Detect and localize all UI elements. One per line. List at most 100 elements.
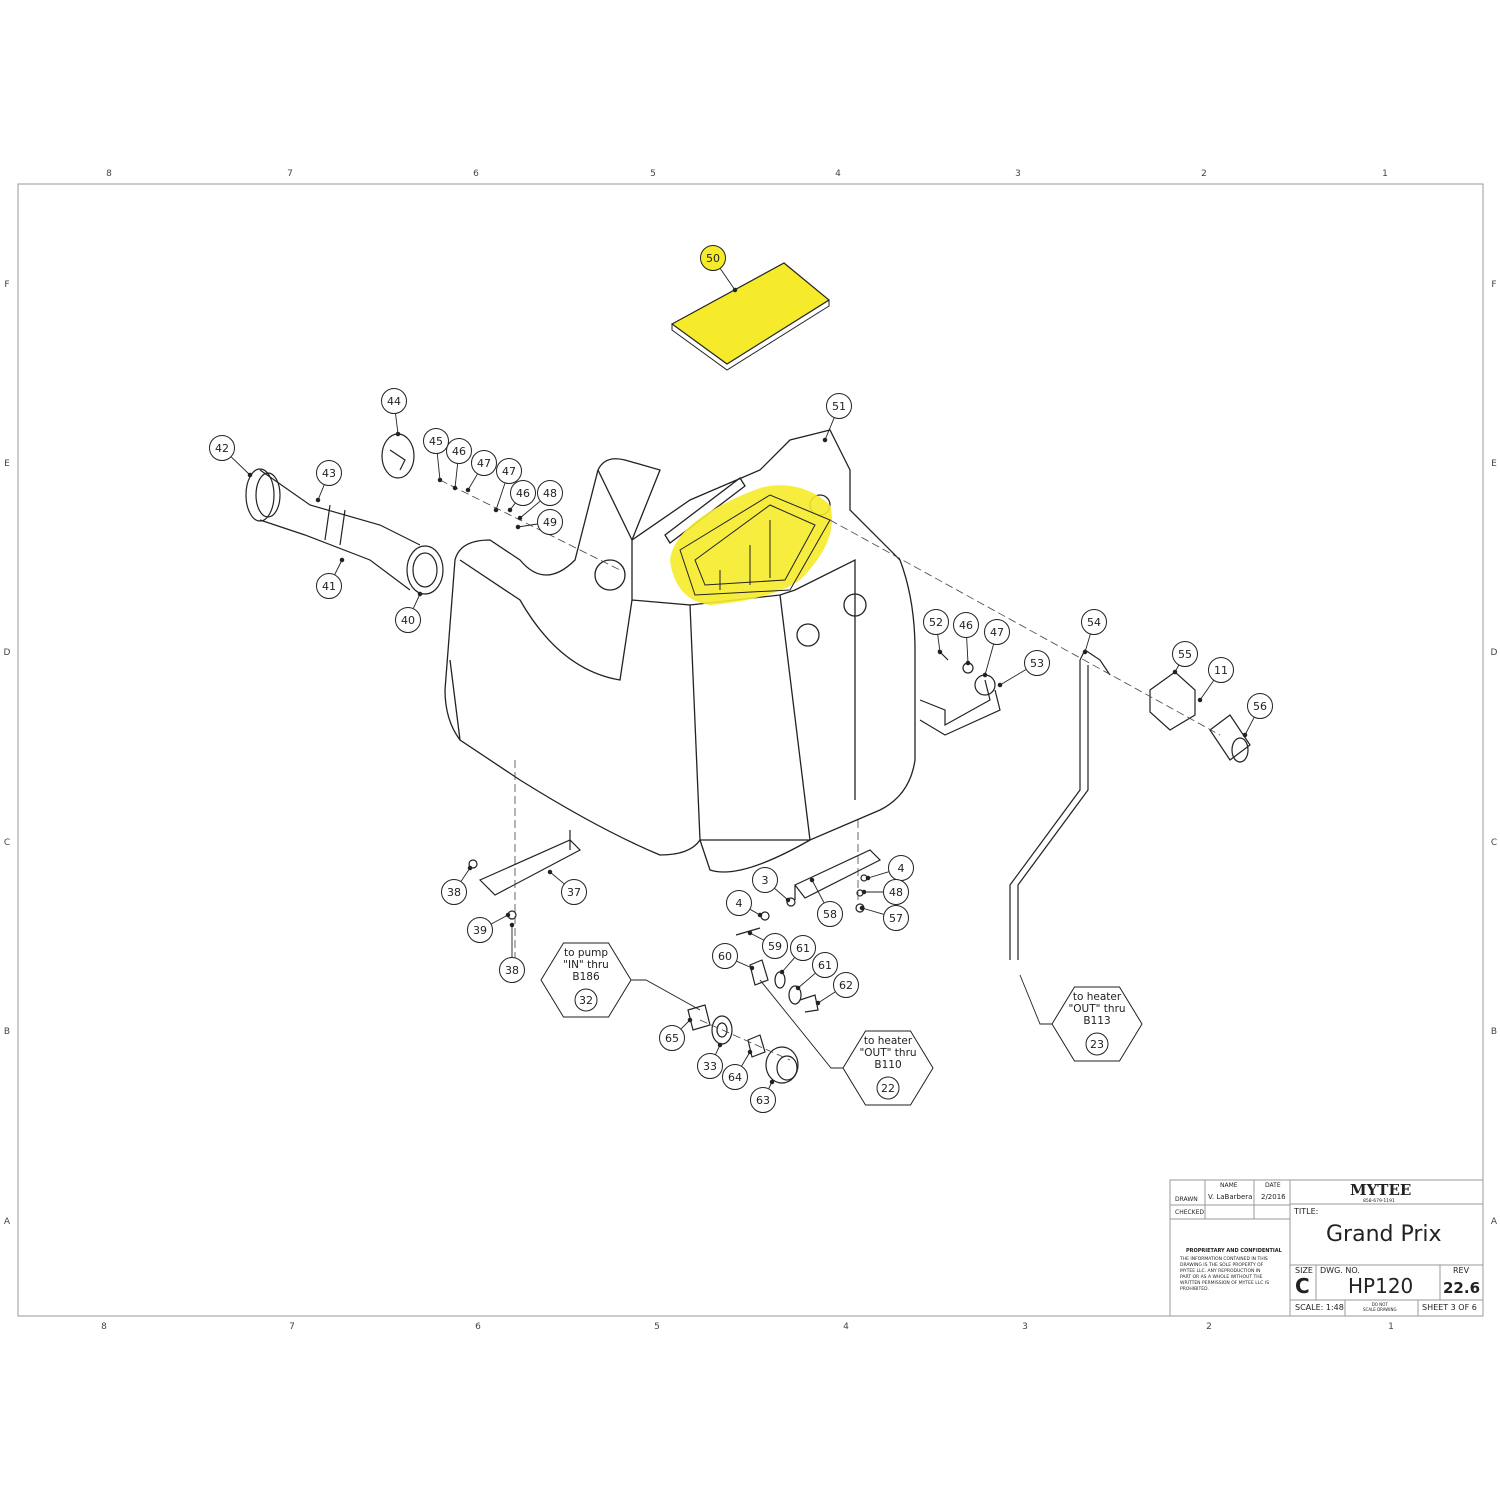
balloon-number: 52 xyxy=(929,616,943,629)
column-label-top: 4 xyxy=(835,169,841,179)
balloon-part-46[interactable]: 46 xyxy=(510,480,536,506)
leader-arrow xyxy=(865,875,871,881)
balloon-part-46[interactable]: 46 xyxy=(446,438,472,464)
drawing-frame xyxy=(17,183,1484,1317)
balloon-part-47[interactable]: 47 xyxy=(496,458,522,484)
proprietary-line: MYTEE LLC. ANY REPRODUCTION IN xyxy=(1180,1269,1261,1274)
balloon-number: 4 xyxy=(736,897,743,910)
part-50-cover-sheet[interactable] xyxy=(670,262,831,371)
balloon-part-39[interactable]: 39 xyxy=(467,917,493,943)
balloon-part-62[interactable]: 62 xyxy=(833,972,859,998)
reference-text: "OUT" thru xyxy=(1068,1003,1125,1015)
sheet-number: SHEET 3 OF 6 xyxy=(1422,1303,1477,1312)
balloon-part-61[interactable]: 61 xyxy=(812,952,838,978)
tank-opening-highlight xyxy=(670,485,832,605)
balloon-number: 11 xyxy=(1214,664,1228,677)
leader-arrow xyxy=(937,649,943,655)
proprietary-title: PROPRIETARY AND CONFIDENTIAL xyxy=(1186,1248,1282,1254)
leader-line xyxy=(774,888,789,901)
column-label-top: 3 xyxy=(1015,169,1021,179)
leader-line xyxy=(999,669,1027,686)
balloon-part-51[interactable]: 51 xyxy=(826,393,852,419)
leader-line xyxy=(1084,634,1091,653)
balloon-part-58[interactable]: 58 xyxy=(817,901,843,927)
balloon-part-52[interactable]: 52 xyxy=(923,609,949,635)
leader-line xyxy=(741,1051,751,1067)
reference-number: 32 xyxy=(579,994,593,1007)
leader-arrow xyxy=(795,985,801,991)
balloon-part-61[interactable]: 61 xyxy=(790,935,816,961)
row-label-right: F xyxy=(1491,280,1496,290)
balloon-part-63[interactable]: 63 xyxy=(750,1087,776,1113)
leader-arrow xyxy=(517,515,523,521)
leader-arrow xyxy=(247,472,253,478)
balloon-part-4[interactable]: 4 xyxy=(888,855,914,881)
leader-arrow xyxy=(822,437,828,443)
leader-arrow xyxy=(749,965,755,971)
leader-line xyxy=(817,991,836,1004)
balloon-number: 46 xyxy=(516,487,530,500)
leader-arrow xyxy=(417,591,423,597)
outlet-fittings[interactable] xyxy=(919,649,1251,960)
balloon-part-54[interactable]: 54 xyxy=(1081,609,1107,635)
balloon-part-4[interactable]: 4 xyxy=(726,890,752,916)
part-44-plate[interactable] xyxy=(381,433,415,479)
balloon-part-42[interactable]: 42 xyxy=(209,435,235,461)
leader-line xyxy=(454,463,459,489)
date-header: DATE xyxy=(1265,1182,1281,1189)
leader-arrow xyxy=(1197,697,1203,703)
balloon-part-44[interactable]: 44 xyxy=(381,388,407,414)
balloon-number: 38 xyxy=(447,886,461,899)
balloon-part-3[interactable]: 3 xyxy=(752,867,778,893)
balloon-part-50[interactable]: 50 xyxy=(700,245,726,271)
hose-assembly[interactable] xyxy=(245,468,444,595)
balloon-part-48[interactable]: 48 xyxy=(883,879,909,905)
balloon-part-46[interactable]: 46 xyxy=(953,612,979,638)
balloon-number: 46 xyxy=(452,445,466,458)
balloon-part-38[interactable]: 38 xyxy=(441,879,467,905)
balloon-part-45[interactable]: 45 xyxy=(423,428,449,454)
leader-line xyxy=(719,268,736,291)
leader-arrow xyxy=(747,1049,753,1055)
leader-arrow xyxy=(732,287,738,293)
balloon-part-11[interactable]: 11 xyxy=(1208,657,1234,683)
balloon-part-38[interactable]: 38 xyxy=(499,957,525,983)
balloon-part-49[interactable]: 49 xyxy=(537,509,563,535)
leader-line xyxy=(495,483,506,511)
column-label-top: 1 xyxy=(1382,169,1388,179)
balloon-part-33[interactable]: 33 xyxy=(697,1053,723,1079)
column-label-top: 8 xyxy=(106,169,112,179)
balloon-part-41[interactable]: 41 xyxy=(316,573,342,599)
reference-text: to pump xyxy=(564,947,608,959)
balloon-number: 48 xyxy=(543,487,557,500)
checked-label: CHECKED xyxy=(1175,1209,1205,1216)
balloon-part-43[interactable]: 43 xyxy=(316,460,342,486)
balloon-part-48[interactable]: 48 xyxy=(537,480,563,506)
balloon-part-65[interactable]: 65 xyxy=(659,1025,685,1051)
reference-text: to heater xyxy=(1073,991,1122,1003)
row-label-left: A xyxy=(4,1217,11,1227)
leader-arrow xyxy=(1242,732,1248,738)
balloon-part-53[interactable]: 53 xyxy=(1024,650,1050,676)
balloon-number: 65 xyxy=(665,1032,679,1045)
row-label-left: E xyxy=(4,459,10,469)
balloon-part-57[interactable]: 57 xyxy=(883,905,909,931)
leader-arrow xyxy=(997,682,1003,688)
balloon-part-59[interactable]: 59 xyxy=(762,933,788,959)
leader-arrow xyxy=(779,969,785,975)
balloon-part-40[interactable]: 40 xyxy=(395,607,421,633)
balloon-part-64[interactable]: 64 xyxy=(722,1064,748,1090)
balloon-part-47[interactable]: 47 xyxy=(984,619,1010,645)
balloon-part-47[interactable]: 47 xyxy=(471,450,497,476)
row-label-left: F xyxy=(4,280,9,290)
balloon-part-37[interactable]: 37 xyxy=(561,879,587,905)
balloon-number: 48 xyxy=(889,886,903,899)
balloon-part-60[interactable]: 60 xyxy=(712,943,738,969)
balloon-part-55[interactable]: 55 xyxy=(1172,641,1198,667)
reference-text: "IN" thru xyxy=(563,959,609,971)
balloon-part-56[interactable]: 56 xyxy=(1247,693,1273,719)
leader-line xyxy=(867,871,889,879)
